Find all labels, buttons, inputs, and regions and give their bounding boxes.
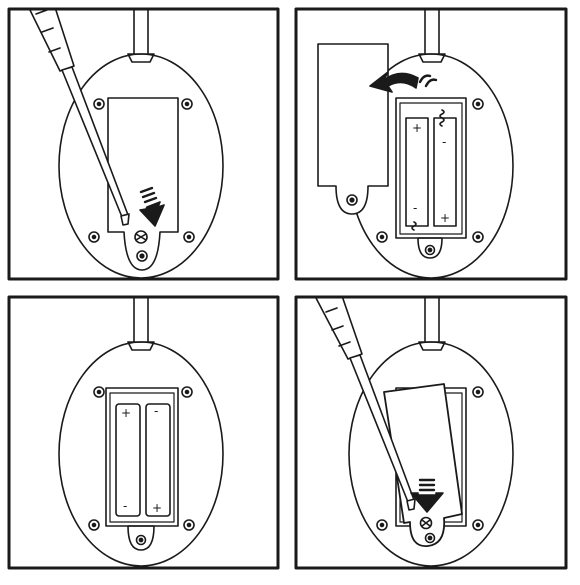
panel-frame <box>7 7 280 281</box>
corner-screws <box>88 386 195 531</box>
battery-right: - + <box>145 403 171 517</box>
polarity-label: - <box>413 201 417 215</box>
cord <box>133 298 149 343</box>
panel-frame <box>294 7 568 281</box>
polarity-label: - <box>442 135 446 149</box>
battery-cover <box>107 97 179 271</box>
cover-screw-icon <box>134 230 148 244</box>
arrow-down-right-icon <box>139 186 165 227</box>
battery-left: + - <box>115 403 141 517</box>
panel-frame <box>7 295 280 570</box>
polarity-label: - <box>154 404 158 418</box>
spring-contact-icon <box>411 109 445 231</box>
polarity-label: - <box>123 499 127 513</box>
panel-step-4 <box>294 295 568 570</box>
panel-step-1 <box>7 7 280 281</box>
cord <box>424 10 440 55</box>
remote-body <box>58 341 224 567</box>
battery-left: + - <box>405 117 429 227</box>
cover-screw-icon <box>419 516 433 530</box>
corner-screws <box>88 98 195 243</box>
cord <box>424 298 440 343</box>
arrow-down-icon <box>410 478 444 513</box>
compartment-tab <box>127 525 155 551</box>
panel-step-2: + - - + <box>294 7 568 281</box>
polarity-label: + <box>412 121 422 135</box>
cord <box>133 10 149 55</box>
panel-step-3: + - - + <box>7 295 280 570</box>
remote-body <box>348 341 514 567</box>
battery-cover-placing <box>383 383 463 547</box>
remote-body <box>58 53 224 278</box>
screwdriver-icon <box>29 10 130 226</box>
screwdriver-icon <box>315 298 416 511</box>
tab-hole <box>136 250 148 262</box>
polarity-label: + <box>121 406 131 420</box>
battery-right: - + <box>433 117 457 227</box>
corner-screws <box>376 98 484 243</box>
battery-cover-removed <box>317 43 389 215</box>
panel-frame <box>294 295 568 570</box>
corner-screws <box>376 386 484 531</box>
arrow-curved-left-icon <box>369 71 438 93</box>
polarity-label: + <box>152 501 162 515</box>
polarity-label: + <box>440 211 450 225</box>
compartment-tab <box>417 237 443 259</box>
